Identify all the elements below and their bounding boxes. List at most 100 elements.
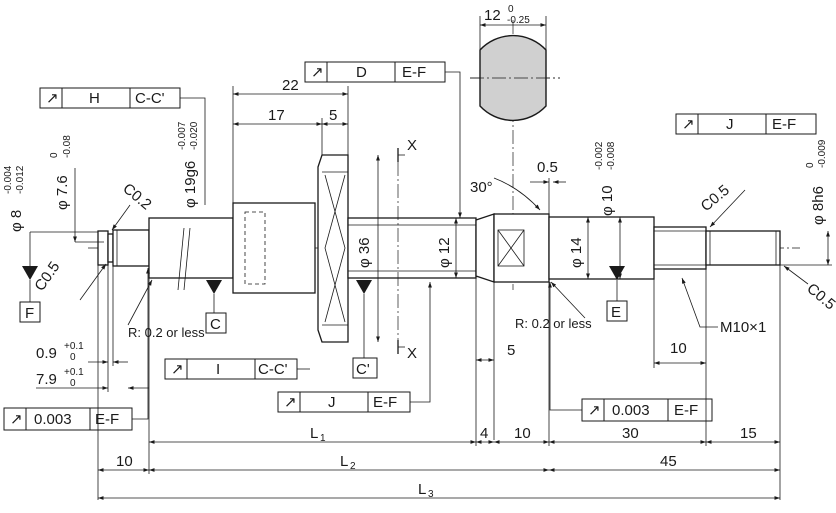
dim-5-top: 5 (329, 107, 337, 124)
svg-text:E-F: E-F (402, 64, 426, 81)
svg-text:-0.25: -0.25 (507, 15, 530, 26)
dim-10-left: 10 (116, 453, 133, 470)
svg-text:C': C' (356, 361, 370, 378)
svg-text:E-F: E-F (373, 394, 397, 411)
svg-text:0: 0 (49, 152, 60, 158)
dia-d8h6: φ 8h6 0 -0.009 (780, 139, 832, 266)
svg-text:↗: ↗ (46, 90, 59, 107)
svg-text:0.003: 0.003 (34, 411, 72, 428)
dia-d10: φ 10 -0.002 -0.008 (594, 141, 622, 279)
section-mark-bottom: X (407, 345, 417, 362)
svg-text:-0.004: -0.004 (3, 165, 14, 194)
dim-22: 22 (282, 77, 299, 94)
svg-text:C-C': C-C' (135, 90, 165, 107)
svg-text:0: 0 (805, 162, 816, 168)
chamfer-c05-left: C0.5 (31, 259, 63, 295)
section-width-label: 12 (484, 7, 501, 24)
svg-text:+0.1: +0.1 (64, 341, 84, 352)
dim-10-a: 10 (514, 425, 531, 442)
dim-l3: L (418, 481, 426, 498)
svg-text:-0.007: -0.007 (177, 121, 188, 150)
dim-l1: L (310, 425, 318, 442)
dim-10-thread: 10 (670, 340, 687, 357)
dim-17: 17 (268, 107, 285, 124)
bearing-seat (148, 217, 234, 279)
radius-note-right: R: 0.2 or less (515, 316, 592, 331)
svg-text:2: 2 (350, 461, 356, 472)
svg-text:-0.012: -0.012 (15, 165, 26, 194)
datum-e: E (606, 266, 628, 322)
svg-text:φ 14: φ 14 (568, 237, 585, 268)
svg-text:C-C': C-C' (258, 361, 288, 378)
svg-text:0: 0 (70, 378, 76, 389)
nut-flange (317, 154, 349, 343)
datum-c: C (205, 280, 227, 334)
svg-text:1: 1 (320, 433, 326, 444)
section-mark-top: X (407, 137, 417, 154)
chamfer-c05-right-top: C0.5 (698, 182, 733, 215)
cross-section-view: 12 0 -0.25 (470, 4, 560, 122)
svg-text:-0.009: -0.009 (817, 139, 828, 168)
nut-body (232, 202, 316, 294)
nut-hidden-outline (244, 211, 266, 285)
chamfer-c02: C0.2 (119, 180, 154, 213)
dim-30: 30 (622, 425, 639, 442)
dim-4: 4 (480, 425, 488, 442)
fcf-j-top: ↗ J E-F (675, 113, 817, 135)
fcf-left-0003: ↗ 0.003 E-F (3, 268, 150, 431)
svg-text:0.003: 0.003 (612, 402, 650, 419)
thread-note: M10×1 (720, 319, 766, 336)
svg-text:E-F: E-F (674, 402, 698, 419)
svg-text:3: 3 (428, 489, 434, 500)
svg-text:J: J (726, 116, 734, 133)
svg-text:0: 0 (508, 4, 514, 15)
svg-text:H: H (89, 90, 100, 107)
svg-text:-0.008: -0.008 (606, 141, 617, 170)
svg-text:E-F: E-F (95, 411, 119, 428)
fcf-h: ↗ H C-C' (39, 87, 206, 205)
dia-d12: φ 12 (436, 218, 458, 278)
dia-d8: φ 8 -0.004 -0.012 (3, 165, 26, 232)
dim-0-5: 0.5 (537, 159, 558, 176)
svg-text:φ 8h6: φ 8h6 (810, 186, 827, 225)
svg-text:-0.002: -0.002 (594, 141, 605, 170)
datum-f: F (19, 231, 98, 323)
svg-text:C: C (210, 316, 221, 333)
chamfer-c05-right-bottom: C0.5 (803, 280, 836, 313)
dia-d36: φ 36 (356, 155, 380, 342)
fcf-d: ↗ D E-F (304, 61, 462, 218)
fcf-j-mid: ↗ J E-F (277, 282, 432, 413)
shaft-step (475, 213, 495, 283)
svg-text:φ 10: φ 10 (599, 185, 616, 216)
svg-text:↗: ↗ (171, 361, 184, 378)
angle-note: 30° (470, 179, 493, 196)
left-end-journal (97, 230, 109, 266)
svg-text:↗: ↗ (682, 116, 695, 133)
svg-text:↗: ↗ (284, 394, 297, 411)
dia-d19: φ 19g6 -0.007 -0.020 (177, 121, 200, 291)
svg-text:↗: ↗ (588, 402, 601, 419)
svg-text:E-F: E-F (772, 116, 796, 133)
datum-c-prime: C' (352, 280, 378, 379)
fcf-right-0003: ↗ 0.003 E-F (548, 282, 713, 422)
svg-text:E: E (611, 304, 621, 321)
svg-text:+0.1: +0.1 (64, 367, 84, 378)
dim-15: 15 (740, 425, 757, 442)
fcf-i: ↗ I C-C' (164, 358, 310, 380)
svg-text:φ 36: φ 36 (356, 237, 373, 268)
svg-text:↗: ↗ (311, 64, 324, 81)
svg-text:F: F (25, 305, 34, 322)
svg-text:D: D (356, 64, 367, 81)
d14-section (548, 216, 655, 280)
svg-text:I: I (216, 361, 220, 378)
svg-text:φ 7.6: φ 7.6 (54, 175, 71, 210)
dim-5-mid: 5 (507, 342, 515, 359)
journal-d8 (112, 229, 150, 267)
svg-text:0: 0 (70, 352, 76, 363)
dim-groove-0-9: 0.9 (36, 345, 57, 362)
svg-text:φ 8: φ 8 (8, 210, 25, 232)
flat-section (493, 213, 550, 283)
svg-text:-0.020: -0.020 (189, 121, 200, 150)
